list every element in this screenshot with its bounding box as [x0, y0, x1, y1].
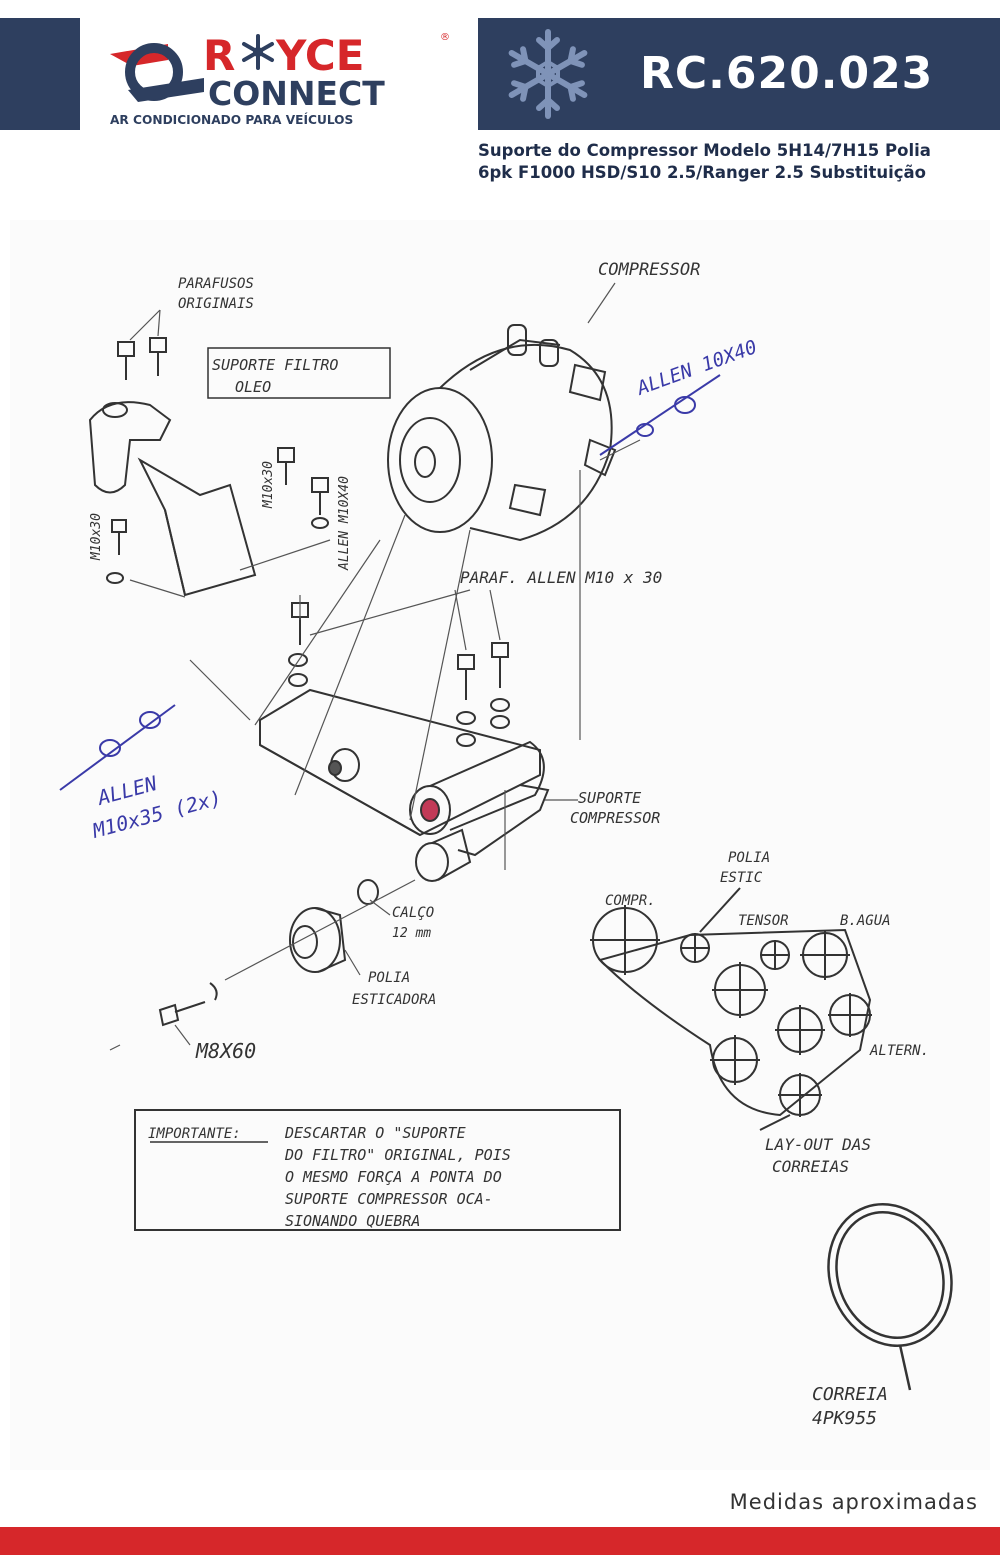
subtitle-line-1: Suporte do Compressor Modelo 5H14/7H15 P…: [478, 141, 931, 160]
label-correia-1: CORREIA: [812, 1384, 888, 1405]
label-compressor: COMPRESSOR: [598, 260, 700, 280]
brand-tagline: AR CONDICIONADO PARA VEÍCULOS: [110, 112, 353, 127]
drawing-paper: [10, 220, 990, 1470]
belt-ring-illustration: [827, 1203, 953, 1391]
note-line-3: O MESMO FORÇA A PONTA DO: [285, 1168, 502, 1186]
svg-text:®: ®: [440, 32, 450, 43]
label-m10x30-b: M10x30: [89, 513, 104, 561]
footer-note: Medidas aproximadas: [729, 1490, 978, 1514]
important-note-box: [134, 1109, 621, 1231]
subtitle-line-2: 6pk F1000 HSD/S10 2.5/Ranger 2.5 Substit…: [478, 163, 926, 182]
bolts-illustration: [106, 337, 510, 747]
label-suporte-filtro-1: SUPORTE FILTRO: [212, 356, 338, 374]
compressor-illustration: [387, 324, 617, 542]
brand-bottom: CONNECT: [208, 74, 385, 113]
label-suporte-filtro-2: OLEO: [235, 378, 271, 396]
snowflake-icon: [508, 29, 588, 119]
label-parafusos-1: PARAFUSOS: [178, 276, 254, 292]
label-correia-2: 4PK955: [812, 1408, 877, 1429]
product-subtitle: Suporte do Compressor Modelo 5H14/7H15 P…: [478, 140, 993, 184]
note-line-2: DO FILTRO" ORIGINAL, POIS: [284, 1146, 511, 1164]
label-m8x60: M8X60: [195, 1039, 256, 1063]
label-tensor: TENSOR: [738, 913, 789, 929]
note-title: IMPORTANTE:: [148, 1126, 241, 1142]
label-polia-esticadora-1: POLIA: [368, 970, 410, 986]
compressor-support-illustration: [259, 688, 550, 882]
label-m10x30-a: M10x30: [261, 461, 276, 509]
label-polia-estic-2: ESTIC: [720, 870, 763, 886]
note-line-4: SUPORTE COMPRESSOR OCA-: [285, 1190, 493, 1208]
label-compr: COMPR.: [605, 893, 656, 909]
label-parafusos-2: ORIGINAIS: [178, 296, 254, 312]
footer-bar: [0, 1527, 1000, 1555]
label-polia-estic-1: POLIA: [728, 850, 770, 866]
label-layout-2: CORREIAS: [772, 1157, 849, 1176]
label-suporte-compressor-1: SUPORTE: [578, 789, 641, 807]
snowflake-o-icon: [242, 34, 274, 70]
label-suporte-compressor-2: COMPRESSOR: [570, 809, 660, 827]
brand-top-r: R: [203, 31, 235, 80]
assembly-drawing: COMPRESSOR PARAFUSOS ORIGINAIS SUPORTE F…: [10, 220, 990, 1470]
blue-annotation-bolts: [59, 374, 721, 791]
tensioner-pulley-illustration: [158, 879, 379, 1027]
label-calco-2: 12 mm: [392, 926, 431, 941]
brand-logo: R YCE ® CONNECT AR CONDICIONADO PARA VEÍ…: [108, 20, 468, 130]
header-right-block: [478, 18, 1000, 130]
label-layout-1: LAY-OUT DAS: [765, 1135, 871, 1154]
note-line-5: SIONANDO QUEBRA: [285, 1212, 420, 1230]
label-altern: ALTERN.: [869, 1043, 929, 1059]
label-paraf-allen: PARAF. ALLEN M10 x 30: [460, 568, 662, 587]
header-left-block: [0, 18, 80, 130]
guide-lines: [109, 282, 641, 1051]
label-b-agua: B.AGUA: [840, 913, 891, 929]
label-calco-1: CALÇO: [392, 905, 434, 921]
label-allen-m10x40: ALLEN M10X40: [337, 476, 352, 571]
brand-top-rest: YCE: [275, 31, 364, 80]
filter-support-illustration: [88, 401, 257, 597]
belt-layout-illustration: [590, 887, 872, 1131]
label-polia-esticadora-2: ESTICADORA: [352, 992, 436, 1008]
product-code: RC.620.023: [640, 48, 934, 99]
note-line-1: DESCARTAR O "SUPORTE: [284, 1124, 466, 1142]
